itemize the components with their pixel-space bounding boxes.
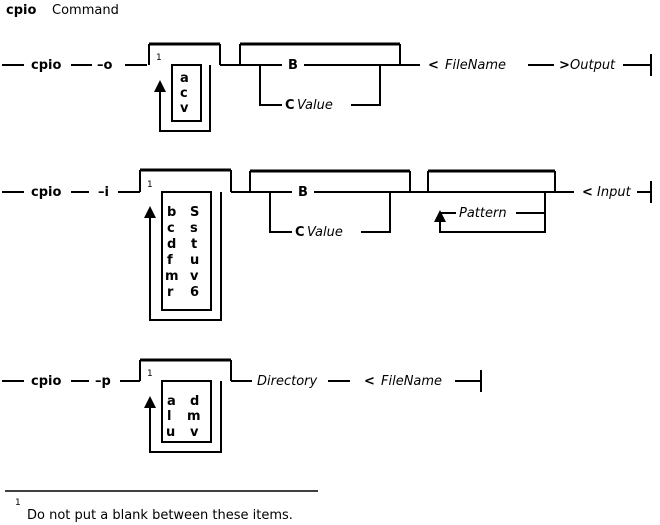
syntax-row-pass-mode: cpio –p 1 a l u d m v Directory < FileNa… — [2, 358, 482, 453]
option-b-keyword: B — [298, 185, 308, 200]
filename-variable: FileName — [381, 374, 442, 389]
footnote-text: Do not put a blank between these items. — [27, 508, 293, 523]
greater-than-symbol: > — [559, 58, 570, 73]
syntax-row-output-mode: cpio –o 1 a c v B C Value — [2, 42, 652, 132]
option-b-keyword: B — [288, 58, 298, 73]
option-letter: u — [190, 253, 199, 268]
option-letter: t — [191, 237, 197, 252]
option-letter: m — [165, 269, 179, 284]
title-command-name: cpio — [6, 3, 36, 18]
option-letter: v — [180, 101, 189, 116]
option-c-keyword: C — [285, 98, 295, 113]
option-letter: a — [180, 71, 189, 86]
repeat-loop — [149, 192, 222, 321]
option-letter: d — [190, 394, 199, 409]
footnote: 1 Do not put a blank between these items… — [5, 490, 318, 523]
less-than-symbol: < — [582, 185, 593, 200]
option-letter: s — [190, 221, 198, 236]
title-command-word: Command — [52, 3, 119, 18]
option-letter: S — [190, 205, 199, 220]
flag-keyword: –o — [97, 58, 113, 73]
option-letter: c — [180, 86, 188, 101]
branch-left — [269, 192, 292, 233]
option-box — [171, 64, 202, 122]
branch-left — [259, 65, 282, 106]
input-variable: Input — [597, 185, 632, 200]
option-box — [161, 380, 212, 443]
option-letter: a — [167, 394, 176, 409]
option-box — [161, 191, 212, 311]
branch-right — [351, 65, 381, 106]
option-letter: v — [190, 269, 199, 284]
choice-group: B C Value — [239, 42, 401, 113]
option-letter: v — [190, 425, 199, 440]
option-group: 1 b c d f m r S s t u v 6 — [139, 168, 232, 321]
option-letter: f — [167, 253, 173, 268]
value-variable: Value — [297, 98, 333, 113]
command-keyword: cpio — [31, 374, 61, 389]
option-letter: m — [187, 409, 201, 424]
repeat-arrow-icon — [434, 210, 446, 222]
title: cpio Command — [6, 3, 119, 18]
syntax-row-input-mode: cpio –i 1 b c d f m r S s t u v 6 — [2, 168, 652, 321]
repeat-loop — [159, 65, 211, 132]
option-letter: c — [167, 221, 175, 236]
command-keyword: cpio — [31, 58, 61, 73]
flag-keyword: –i — [98, 185, 109, 200]
less-than-symbol: < — [364, 374, 375, 389]
filename-variable: FileName — [445, 58, 506, 73]
footnote-marker: 1 — [15, 498, 21, 508]
option-group: 1 a c v — [148, 42, 221, 132]
option-letter: l — [167, 409, 171, 424]
directory-variable: Directory — [257, 374, 318, 389]
repeat-arrow-icon — [144, 206, 156, 218]
less-than-symbol: < — [428, 58, 439, 73]
option-letter: 6 — [190, 285, 199, 300]
repeat-arrow-icon — [144, 396, 156, 408]
command-keyword: cpio — [31, 185, 61, 200]
option-letter: r — [167, 285, 174, 300]
flag-keyword: –p — [95, 374, 111, 389]
option-letter: b — [167, 205, 176, 220]
option-letter: d — [167, 237, 176, 252]
footnote-marker: 1 — [156, 53, 162, 63]
repeat-arrow-icon — [154, 80, 166, 92]
repeat-loop — [149, 381, 222, 453]
option-c-keyword: C — [295, 225, 305, 240]
value-variable: Value — [307, 225, 343, 240]
pattern-group: Pattern — [427, 169, 556, 233]
option-group: 1 a l u d m v — [139, 358, 232, 453]
branch-right — [361, 192, 391, 233]
option-letter: u — [166, 425, 175, 440]
footnote-marker: 1 — [147, 369, 153, 379]
footnote-marker: 1 — [147, 180, 153, 190]
choice-group: B C Value — [249, 169, 411, 240]
output-variable: Output — [570, 58, 616, 73]
pattern-variable: Pattern — [459, 206, 507, 221]
